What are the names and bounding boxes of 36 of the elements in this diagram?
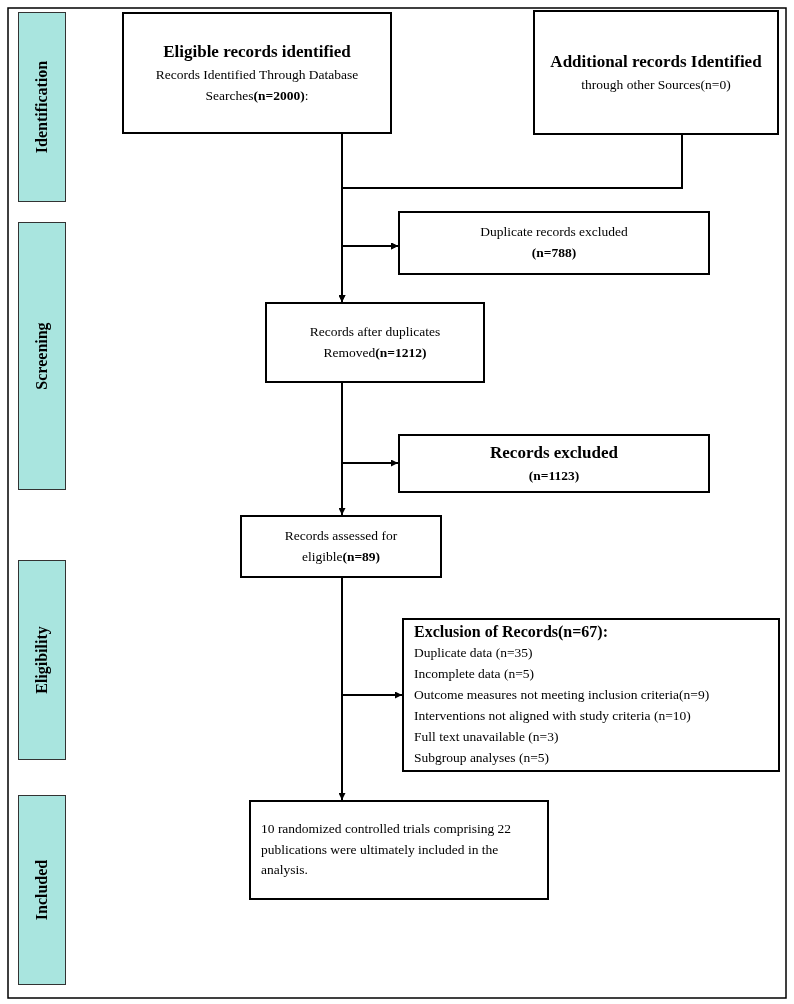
process-box [533,10,779,135]
stage-band [18,560,66,760]
box-text: Records Identified Through Database Searches(n=2000): [154,65,360,105]
box-text: Outcome measures not meeting inclusion criteria(n=9) [414,686,710,705]
arrow [341,382,399,467]
stage-band [18,12,66,202]
process-box [249,800,549,900]
stage-band [18,795,66,985]
box-text: Full text unavailable (n=3) [414,728,559,747]
box-text: Records assessed for eligible(n=89) [283,526,399,566]
box-text: through other Sources(n=0) [581,75,731,94]
box-heading: Exclusion of Records(n=67): [414,622,608,643]
stage-label: Identification [33,60,51,154]
box-text: (n=788) [531,244,577,262]
box-text: Records after duplicates Removed(n=1212) [308,322,442,362]
stage-label: Included [33,859,51,921]
arrow [341,577,403,699]
process-box [398,434,710,493]
box-text: Duplicate records excluded [480,223,628,242]
box-text: Interventions not aligned with study criteria (n=10) [414,707,691,726]
process-box [398,211,710,275]
process-box [265,302,485,383]
box-text: 10 randomized controlled trials comprising 22 publications were ultimately included in the analysis. [261,819,513,880]
box-heading: Eligible records identified [163,41,351,64]
box-text: Subgroup analyses (n=5) [414,749,550,768]
box-heading: Records excluded [490,442,618,465]
process-box [402,618,780,772]
stage-label: Screening [33,322,51,390]
process-box [122,12,392,134]
stage-label: Eligibility [33,626,51,694]
box-text: (n=1123) [528,466,580,485]
box-text: Incomplete data (n=5) [414,665,535,684]
box-heading: Additional records Identified [550,51,762,74]
process-box [240,515,442,578]
box-text: Duplicate data (n=35) [414,644,533,663]
stage-band [18,222,66,490]
